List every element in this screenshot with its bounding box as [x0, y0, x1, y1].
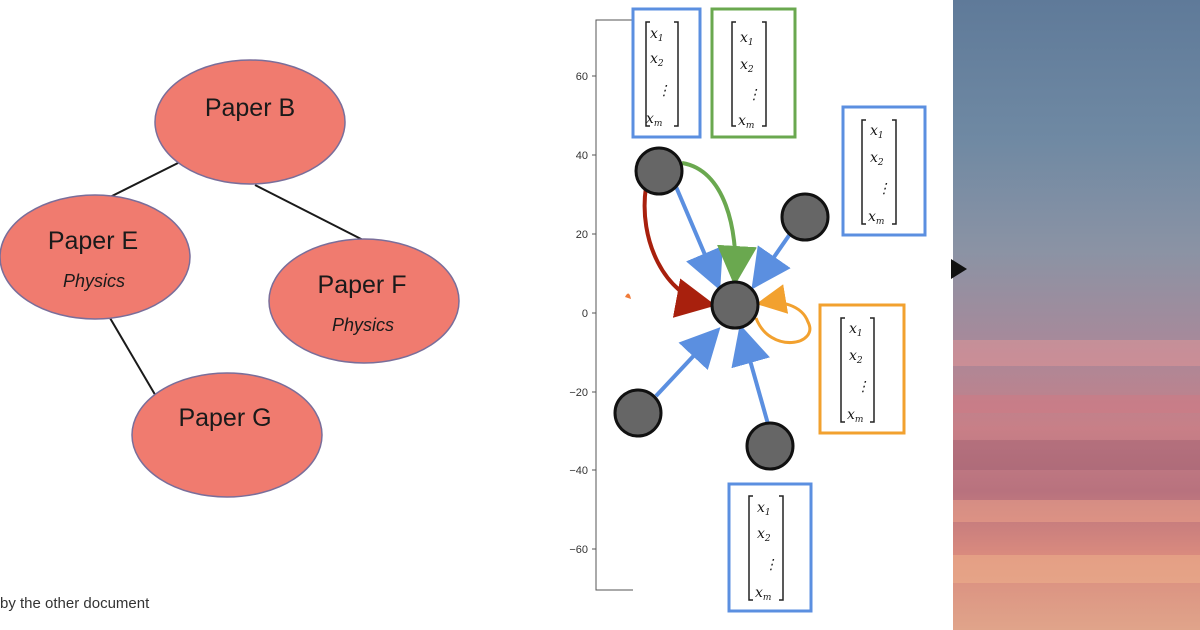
y-tick-0: 0 — [582, 308, 588, 320]
svg-text:⋮: ⋮ — [747, 87, 761, 103]
cloud-band-2 — [953, 395, 1200, 413]
node-bottom — [745, 421, 795, 471]
graph-nodes — [613, 146, 830, 471]
node-paper-f: Paper F Physics — [268, 238, 460, 364]
svg-text:⋮: ⋮ — [877, 181, 891, 197]
figure-caption: by the other document — [0, 595, 150, 612]
svg-text:xm: xm — [868, 209, 884, 227]
node-paper-f-field: Physics — [332, 315, 394, 335]
node-paper-b: Paper B — [154, 59, 346, 185]
svg-text:x2: x2 — [650, 51, 664, 69]
svg-text:xm: xm — [646, 111, 662, 129]
node-paper-g-label: Paper G — [178, 404, 271, 432]
y-tick-neg40: −40 — [569, 465, 588, 477]
node-paper-e-field: Physics — [63, 271, 125, 291]
message-passing-plot: 60 40 20 0 −20 −40 −60 — [569, 0, 953, 630]
edge-blue-2 — [751, 232, 792, 290]
edge-blue-4 — [731, 324, 770, 425]
y-tick-60: 60 — [576, 71, 588, 83]
node-top-left — [634, 146, 684, 196]
node-right — [780, 192, 830, 242]
edge-b-f — [254, 184, 366, 242]
y-axis: 60 40 20 0 −20 −40 −60 — [569, 19, 634, 591]
y-tick-40: 40 — [576, 150, 588, 162]
edge-b-e — [109, 162, 179, 198]
svg-text:xm: xm — [738, 113, 754, 131]
svg-text:⋮: ⋮ — [856, 379, 870, 395]
sunset-sky-photo — [953, 0, 1200, 630]
svg-text:x1: x1 — [870, 123, 884, 141]
y-tick-neg60: −60 — [569, 544, 588, 556]
svg-text:xm: xm — [755, 585, 771, 603]
vector-green: x1 x2 ⋮ xm — [710, 7, 797, 139]
svg-text:x2: x2 — [870, 150, 884, 168]
center-node — [710, 280, 760, 330]
citation-tree: Paper B Paper E Physics Paper F Physics … — [0, 59, 460, 498]
svg-text:x2: x2 — [757, 526, 771, 544]
node-paper-e-label: Paper E — [48, 227, 138, 255]
cloud-band-1 — [953, 340, 1200, 366]
message-edges — [642, 161, 812, 425]
edge-green — [681, 161, 757, 286]
svg-text:x1: x1 — [650, 26, 664, 44]
cloud-band-4 — [953, 500, 1200, 522]
node-paper-g: Paper G — [131, 372, 323, 498]
cloud-band-3 — [953, 440, 1200, 470]
node-paper-b-label: Paper B — [205, 94, 295, 122]
svg-text:x2: x2 — [740, 57, 754, 75]
svg-text:x1: x1 — [849, 321, 863, 339]
node-paper-e: Paper E Physics — [0, 194, 191, 320]
svg-text:⋮: ⋮ — [764, 557, 778, 573]
cloud-band-5 — [953, 555, 1200, 583]
message-passing-panel: 60 40 20 0 −20 −40 −60 — [470, 0, 953, 630]
edge-blue-1 — [672, 181, 723, 291]
svg-text:x2: x2 — [849, 348, 863, 366]
node-bottom-left — [613, 388, 663, 438]
svg-text:x1: x1 — [757, 500, 771, 518]
y-tick-neg20: −20 — [569, 387, 588, 399]
vector-blue-bottom: x1 x2 ⋮ xm — [727, 482, 813, 613]
edge-orange-selfloop — [754, 284, 812, 345]
tree-edges — [109, 162, 366, 399]
vector-orange: x1 x2 ⋮ xm — [818, 303, 906, 435]
svg-text:x1: x1 — [740, 30, 754, 48]
arrow-marker-icon — [951, 259, 967, 279]
citation-tree-panel: Paper B Paper E Physics Paper F Physics … — [0, 0, 470, 630]
svg-text:xm: xm — [847, 407, 863, 425]
edge-red — [642, 186, 716, 318]
y-tick-20: 20 — [576, 229, 588, 241]
node-paper-f-label: Paper F — [318, 271, 407, 299]
edge-blue-3 — [654, 327, 721, 398]
vector-blue-right: x1 x2 ⋮ xm — [841, 105, 927, 237]
vector-blue-top-left: x1 x2 ⋮ xm — [631, 7, 702, 139]
edge-e-g — [109, 317, 158, 399]
svg-text:⋮: ⋮ — [657, 83, 671, 99]
